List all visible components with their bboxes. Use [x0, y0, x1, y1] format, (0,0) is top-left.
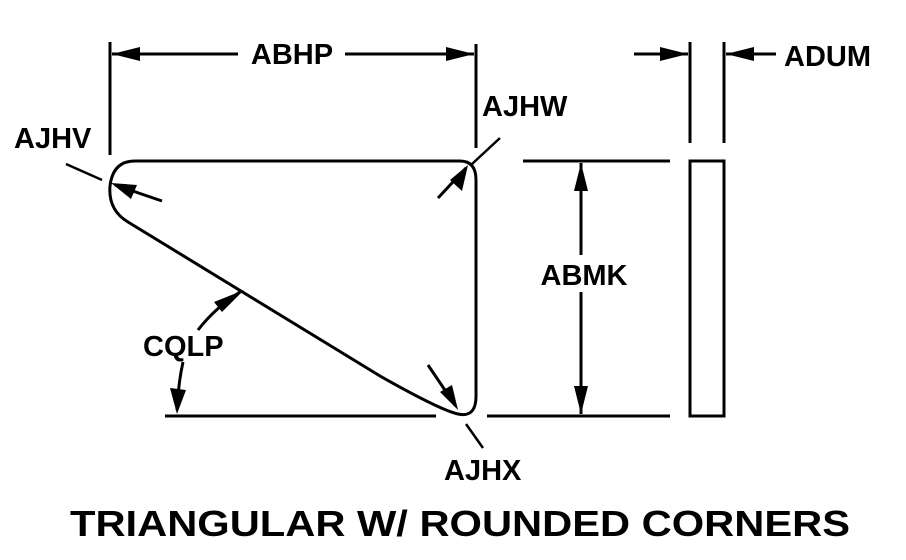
bottom-right-radius-label: AJHX [444, 455, 522, 487]
angle-label: CQLP [143, 331, 224, 363]
top-left-radius-label: AJHV [14, 123, 92, 155]
angle-arc [170, 290, 244, 414]
triangle-outline [108, 159, 478, 417]
height-dimension [487, 159, 670, 418]
width-dimension [108, 42, 478, 155]
bottom-right-radius-leader [426, 364, 485, 449]
top-right-radius-leader [436, 137, 501, 200]
thickness-label: ADUM [784, 41, 871, 73]
thickness-dimension [634, 42, 776, 143]
height-label: ABMK [541, 260, 628, 292]
side-view-rectangle [688, 159, 726, 418]
top-right-radius-label: AJHW [482, 91, 568, 123]
drawing-title: TRIANGULAR W/ ROUNDED CORNERS [70, 503, 850, 544]
width-label: ABHP [251, 39, 333, 71]
top-left-radius-leader [65, 162, 163, 203]
